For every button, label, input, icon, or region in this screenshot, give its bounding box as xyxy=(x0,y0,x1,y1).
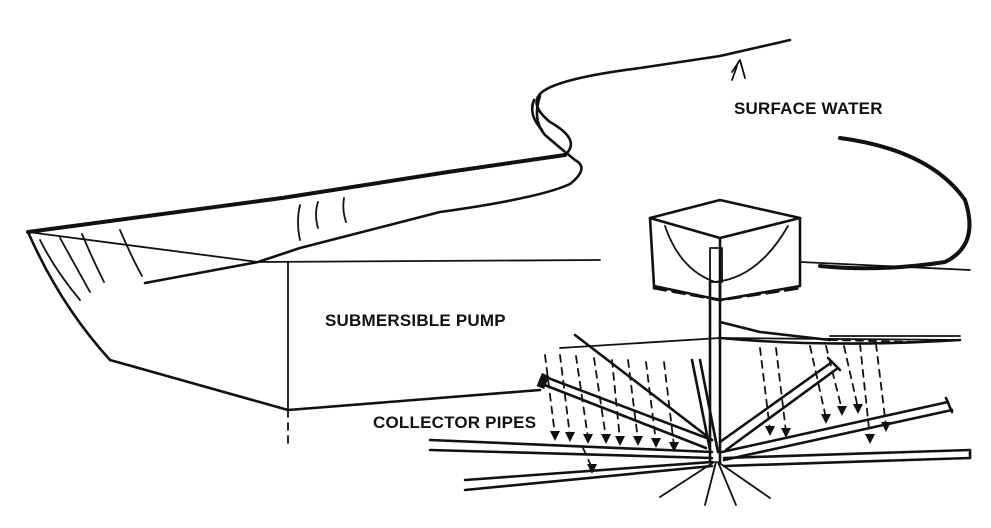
submersible-pump-label: SUBMERSIBLE PUMP xyxy=(325,311,506,330)
surface-water-stream xyxy=(26,38,972,301)
well-chamber xyxy=(648,198,802,302)
riser-pipe xyxy=(708,280,961,464)
collector-pipes-label: COLLECTOR PIPES xyxy=(373,413,536,432)
infiltration-arrows xyxy=(544,343,891,474)
surface-water-label: SURFACE WATER xyxy=(734,99,883,118)
collector-pipes xyxy=(428,333,972,506)
